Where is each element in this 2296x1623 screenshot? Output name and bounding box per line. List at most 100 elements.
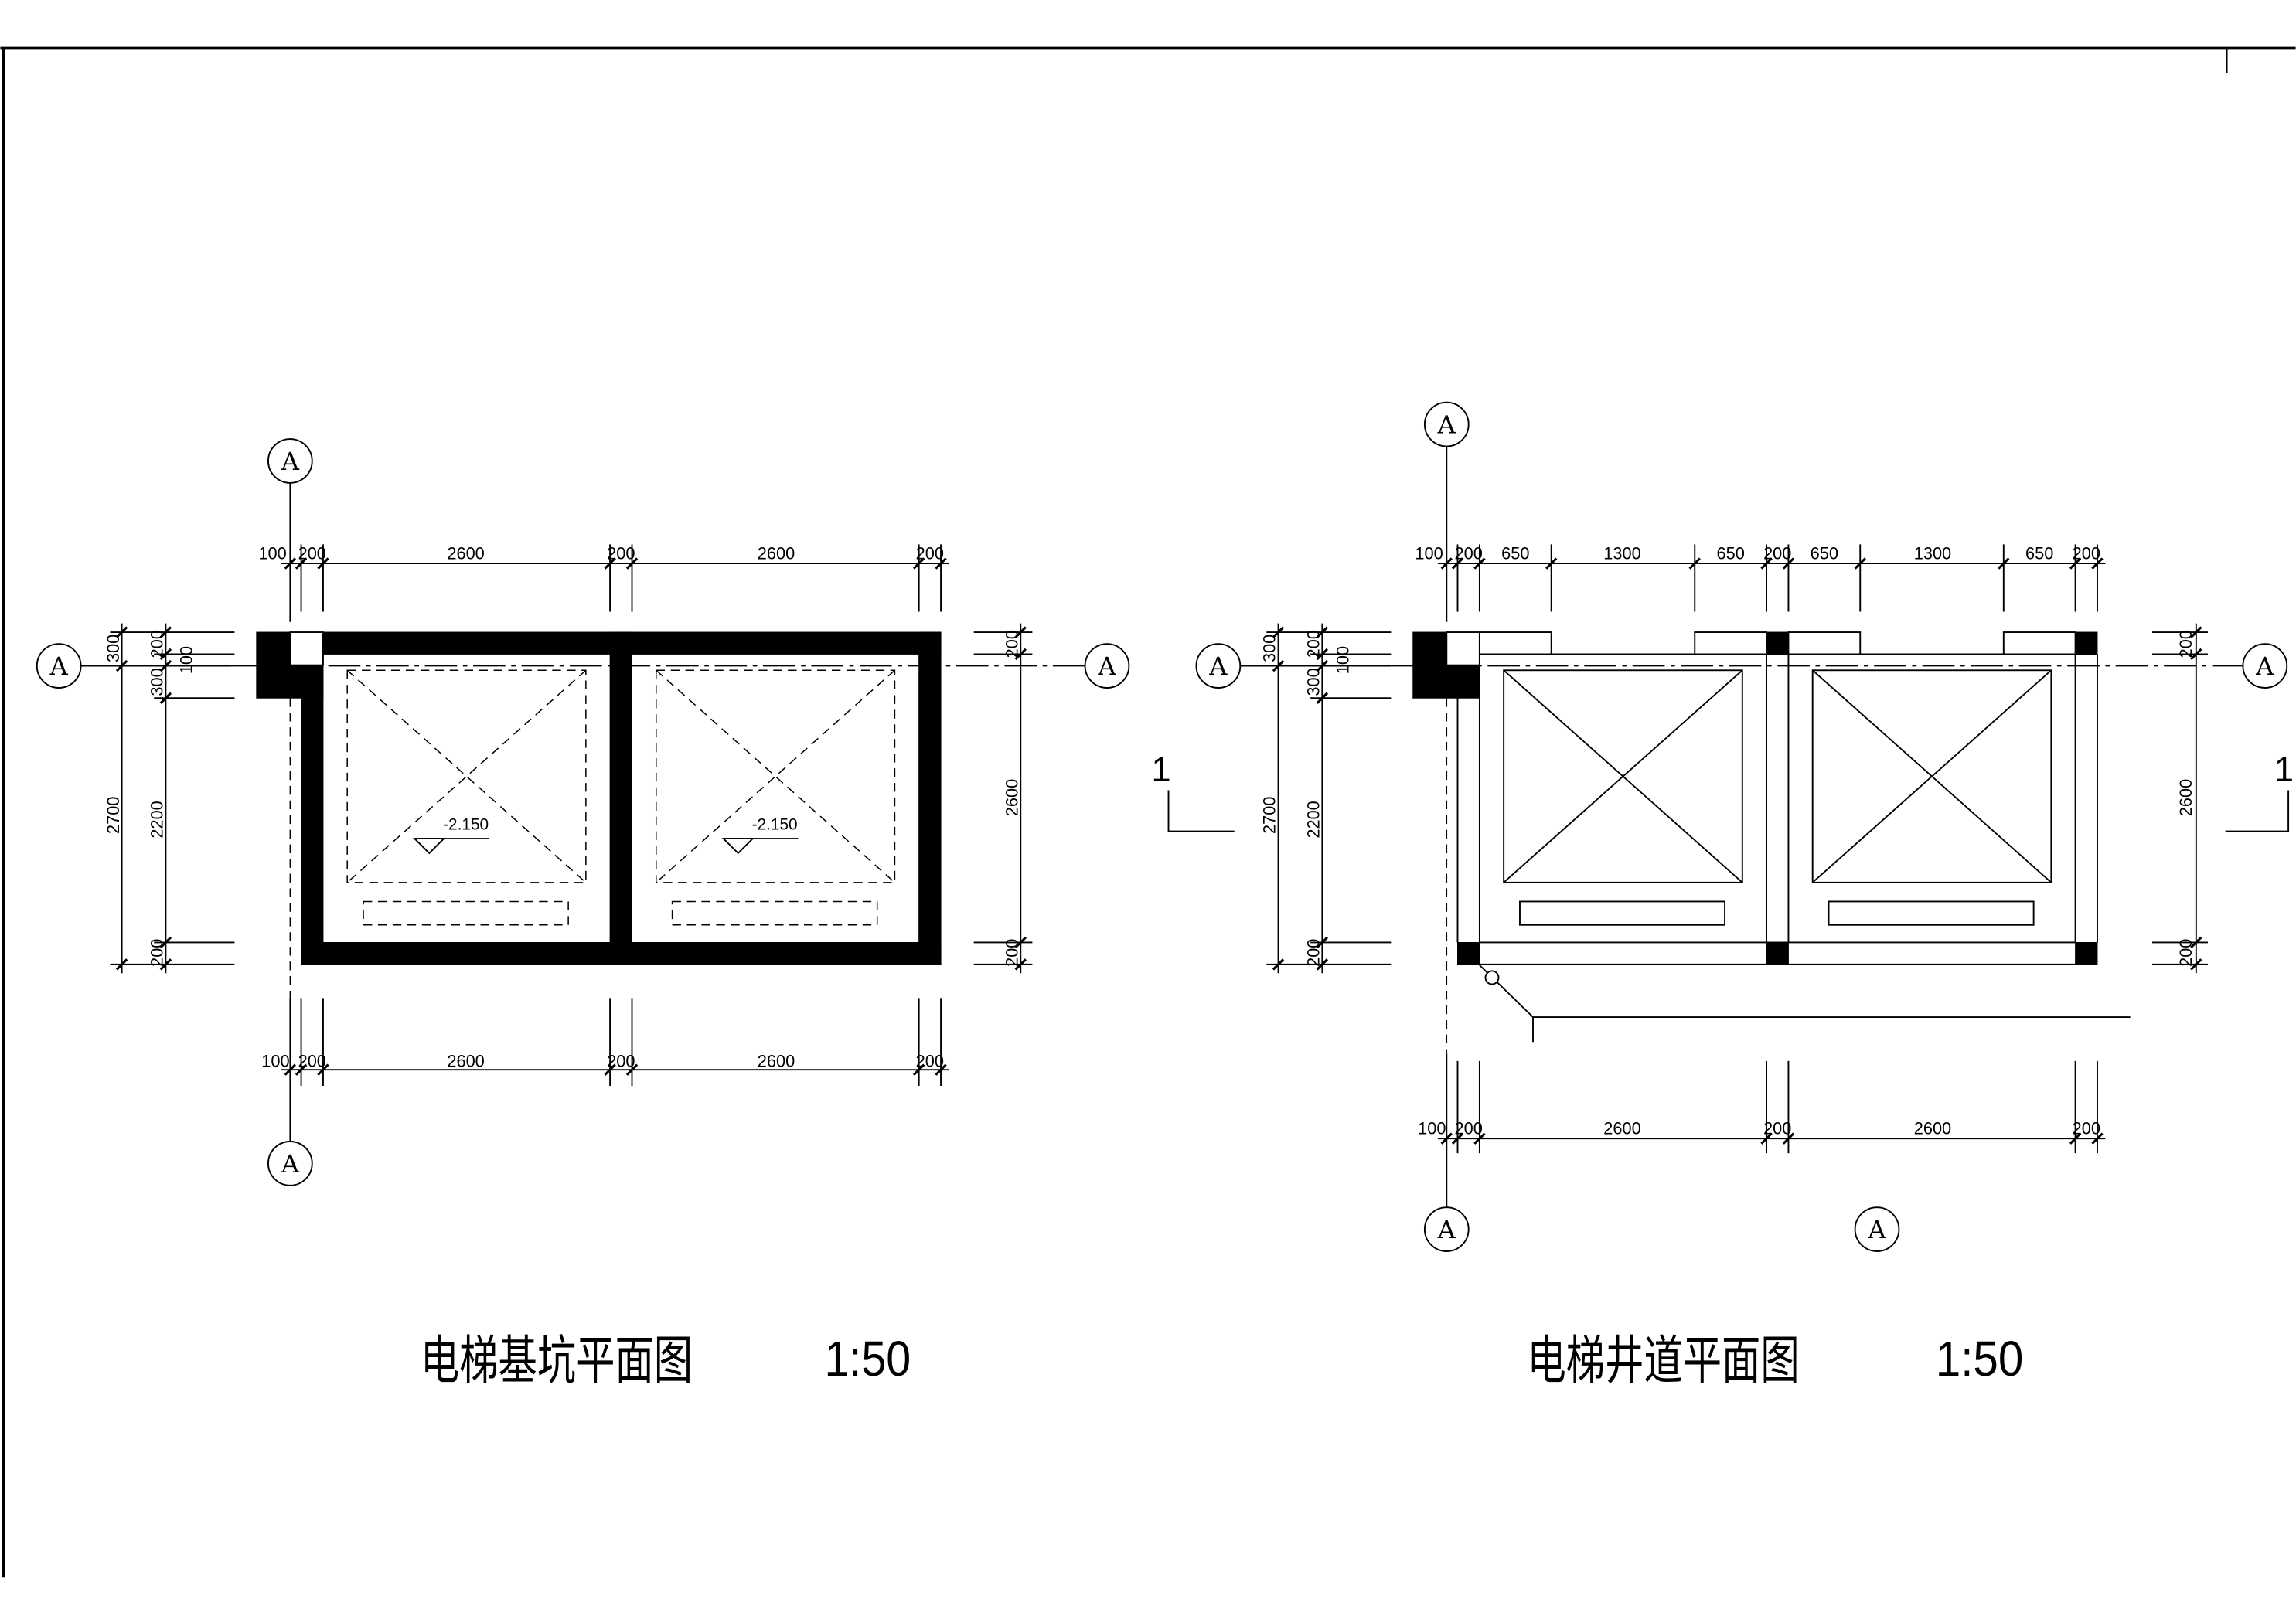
- car-diagonal-hidden: [656, 669, 895, 883]
- dimension-text: 2600: [447, 1051, 484, 1070]
- section-mark-labels: 1 1: [1151, 750, 2294, 789]
- elevation-mark-triangle: [721, 838, 755, 855]
- dimension-text: 2200: [1304, 801, 1323, 838]
- dimension-text: 200: [148, 630, 167, 658]
- concrete-wall: [301, 653, 324, 965]
- shaft-plan-axis-bubbles: A A A A A: [1195, 401, 2288, 1252]
- drawing-scale: 1:50: [825, 1331, 911, 1387]
- section-mark-left: [1167, 790, 1235, 832]
- pit-bottom-elevations: -2.150 -2.150: [443, 816, 798, 834]
- dimension-text: 100: [1333, 646, 1352, 674]
- axis-label: A: [49, 652, 69, 681]
- dimension-text: 200: [2073, 543, 2100, 563]
- dimension-text: 2600: [1002, 779, 1021, 816]
- section-leader-circle: [1484, 970, 1500, 985]
- dimension-text: 1300: [1914, 543, 1951, 563]
- dimension-tick: [159, 659, 172, 672]
- dimension-text: 300: [104, 635, 123, 662]
- shaft-plan-title-block: 电梯井道平面图 1:50: [1527, 1331, 2023, 1392]
- dimension-text: 200: [607, 1051, 635, 1070]
- dimension-text: 200: [1455, 1119, 1483, 1138]
- dimension-text: 300: [1260, 635, 1279, 662]
- shaft-plan-top-dimensions: 100 200 650 1300 650 200 650 1300 650 20…: [1415, 543, 2100, 563]
- dimension-text: 2600: [1603, 1119, 1640, 1138]
- axis-label: A: [1208, 652, 1228, 681]
- dimension-text: 200: [2176, 630, 2196, 658]
- dimension-text: 200: [1002, 939, 1021, 967]
- dimension-text: 1300: [1603, 543, 1640, 563]
- structural-column: [1766, 631, 1789, 655]
- sill-outline: [1519, 900, 1726, 926]
- dimension-text: 2700: [1260, 797, 1279, 834]
- dimension-text: 650: [1716, 543, 1744, 563]
- shaft-plan-bottom-dimensions: 100 200 2600 200 2600 200: [1418, 1119, 2100, 1138]
- dimension-text: 200: [1304, 939, 1323, 967]
- pit-plan-bottom-dimensions: 100 200 2600 200 2600 200: [261, 1051, 944, 1070]
- dimension-text: 2700: [104, 797, 123, 834]
- dimension-tick: [1440, 557, 1453, 570]
- dimension-text: 200: [2176, 939, 2196, 967]
- axis-bubble-left: [36, 643, 82, 689]
- dimension-text: 200: [1763, 543, 1791, 563]
- pit-plan-left-dimensions: 300 200 100 300 2700 2200 200: [104, 630, 196, 967]
- section-mark-number: 1: [1151, 750, 1170, 789]
- axis-label: A: [1437, 1215, 1456, 1244]
- car-outline: [1503, 669, 1743, 883]
- shaft-plan-right-dimensions: 200 2600 200: [2176, 630, 2196, 967]
- section-mark-number: 1: [2274, 750, 2294, 789]
- dimension-tick: [284, 1063, 297, 1076]
- drawing-title: 电梯井道平面图: [1527, 1331, 1799, 1392]
- axis-bubble-top: [267, 438, 313, 484]
- sheet-frame: [0, 46, 2296, 1578]
- dimension-text: 2600: [1914, 1119, 1951, 1138]
- dimension-tick: [1440, 1132, 1453, 1145]
- axis-label: A: [2255, 652, 2274, 681]
- structural-column: [1766, 942, 1789, 965]
- shaft-plan-left-dimensions: 300 200 100 300 2700 2200 200: [1260, 630, 1353, 967]
- dimension-text: 200: [916, 1051, 944, 1070]
- sill-outline-hidden: [363, 900, 569, 926]
- axis-label: A: [1437, 410, 1456, 440]
- car-diagonal-hidden: [346, 669, 587, 883]
- dimension-text: 200: [2073, 1119, 2100, 1138]
- car-diagonal-hidden: [656, 669, 895, 883]
- concrete-wall: [918, 631, 942, 965]
- structural-column: [2075, 942, 2098, 965]
- elevator-pit-plan: A A A A 100 200 2600 200 2600 200 100 20…: [36, 438, 1130, 1392]
- axis-label: A: [1867, 1215, 1886, 1244]
- axis-label: A: [281, 1149, 300, 1179]
- dimension-text: 2600: [2176, 779, 2196, 816]
- sill-outline: [1828, 900, 2035, 926]
- car-outline-hidden: [655, 669, 896, 883]
- dimension-text: 200: [1304, 630, 1323, 658]
- elevation-text: -2.150: [752, 816, 798, 834]
- structural-column: [1457, 942, 1480, 965]
- dimension-text: 200: [298, 1051, 326, 1070]
- axis-bubble-bottom: [267, 1141, 313, 1186]
- dimension-tick: [284, 557, 297, 570]
- axis-bubble-bottom-secondary: [1854, 1206, 1900, 1252]
- door-side-wall: [1478, 631, 1552, 655]
- axis-label: A: [1097, 652, 1116, 681]
- dimension-text: 100: [1418, 1119, 1446, 1138]
- dimension-text: 2600: [758, 543, 795, 563]
- dimension-tick: [1272, 659, 1285, 672]
- dimension-text: 2600: [447, 543, 484, 563]
- pit-plan-geometry: [80, 482, 1085, 1142]
- section-mark-right: [2225, 790, 2290, 832]
- dimension-text: 200: [607, 543, 635, 563]
- pit-plan-top-dimensions: 100 200 2600 200 2600 200: [258, 543, 944, 563]
- axis-bubble-left: [1195, 643, 1242, 689]
- drawing-title: 电梯基坑平面图: [421, 1331, 693, 1392]
- car-diagonal: [1812, 669, 2052, 883]
- door-side-wall: [2002, 631, 2076, 655]
- elevator-shaft-plan: A A A A A 100 200 650 1300 650 200 650 1…: [1151, 401, 2294, 1392]
- dimension-text: 100: [176, 646, 196, 674]
- dimension-text: 200: [298, 543, 326, 563]
- dimension-text: 650: [2025, 543, 2053, 563]
- dimension-text: 100: [258, 543, 286, 563]
- axis-bubble-right: [2242, 643, 2288, 689]
- dimension-text: 2600: [758, 1051, 795, 1070]
- axis-bubble-top: [1423, 401, 1470, 447]
